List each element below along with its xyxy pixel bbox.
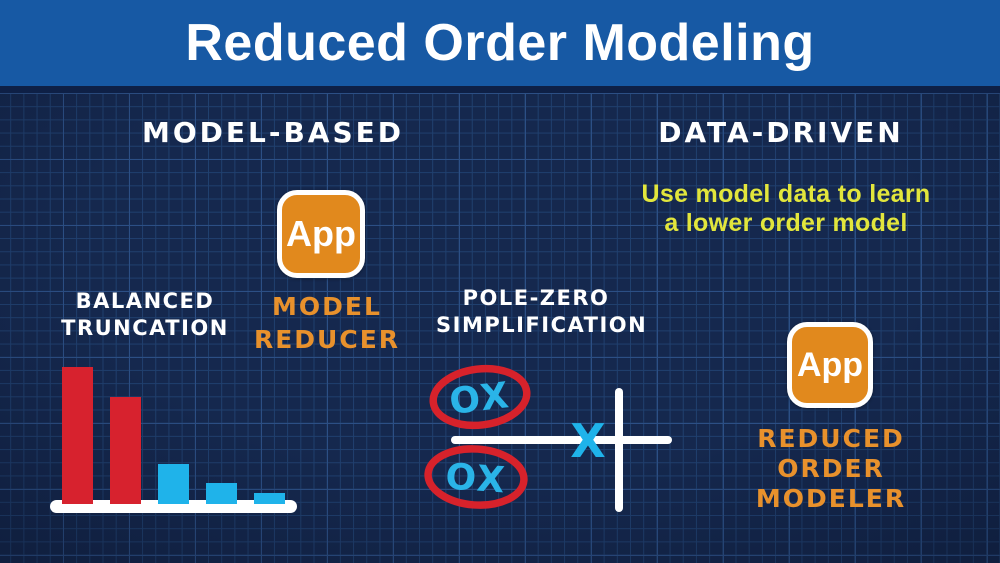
description-line-2: a lower order model (664, 208, 908, 237)
page-title: Reduced Order Modeling (185, 14, 815, 72)
balanced-truncation-label: BALANCED TRUNCATION (45, 288, 245, 343)
data-driven-description: Use model data to learn a lower order mo… (636, 180, 936, 237)
title-banner: Reduced Order Modeling (0, 0, 1000, 93)
pole-zero-pair-bottom: OX (444, 456, 508, 501)
balanced-truncation-line-1: BALANCED (75, 289, 215, 313)
reduced-order-modeler-line-1: REDUCED ORDER (757, 424, 905, 483)
data-driven-heading: DATA-DRIVEN (658, 116, 904, 149)
balanced-truncation-line-2: TRUNCATION (61, 316, 229, 341)
bar-1 (62, 367, 93, 504)
model-based-heading: MODEL-BASED (141, 116, 405, 149)
kept-pole-marker: X (570, 414, 605, 468)
bar-3 (158, 464, 189, 504)
description-line-1: Use model data to learn (641, 180, 931, 208)
reduced-order-modeler-app-icon: App (787, 322, 873, 408)
model-reducer-app-icon: App (277, 190, 365, 278)
reduced-order-modeler-line-2: MODELER (755, 484, 907, 513)
reduced-order-modeler-label: REDUCED ORDER MODELER (706, 424, 956, 514)
model-reducer-label: MODEL REDUCER (217, 291, 437, 356)
model-reducer-label-line-1: MODEL (272, 292, 382, 321)
pole-zero-pair-top: OX (447, 375, 513, 423)
cancel-circle-bottom (424, 445, 528, 509)
pole-zero-plot: X OX OX (424, 364, 672, 512)
pole-zero-line-1: POLE-ZERO (462, 286, 610, 310)
bar-4 (206, 483, 237, 504)
pole-zero-line-2: SIMPLIFICATION (436, 313, 648, 338)
pole-zero-label: POLE-ZERO SIMPLIFICATION (436, 285, 648, 340)
model-reducer-label-line-2: REDUCER (253, 324, 401, 354)
bar-2 (110, 397, 141, 504)
bar-chart (50, 358, 297, 513)
cancel-circle-top (429, 364, 531, 430)
bar-5 (254, 493, 285, 504)
app-icon-label: App (286, 213, 356, 254)
app-icon-label: App (796, 345, 864, 384)
